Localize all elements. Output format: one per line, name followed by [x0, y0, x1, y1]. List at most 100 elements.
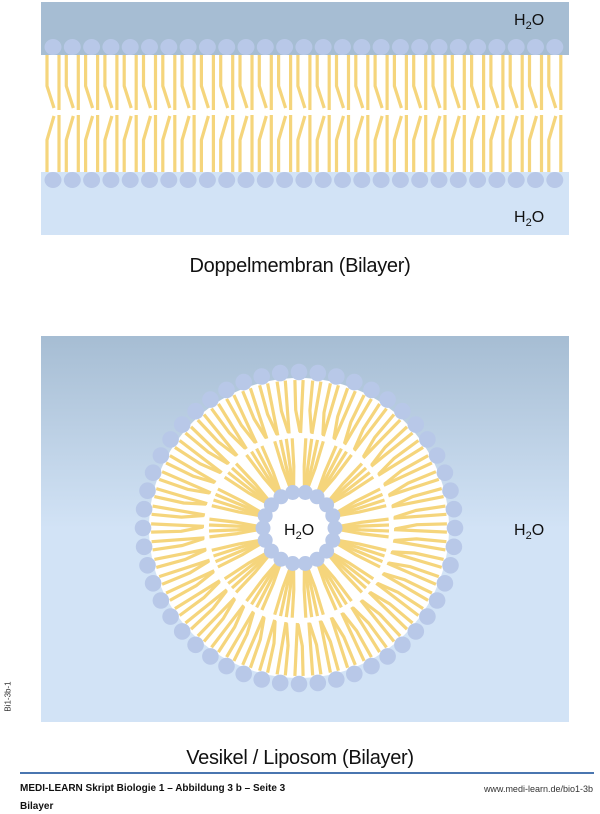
lipid-head [253, 671, 270, 688]
lipid-head [449, 172, 467, 188]
lipid-tail [392, 539, 446, 552]
lipid-tail [255, 447, 280, 493]
lipid-head [309, 674, 327, 692]
lipid-tail [217, 403, 248, 450]
lipid-tail [217, 605, 246, 653]
lipid-head [83, 172, 101, 188]
caption-vesicle: Vesikel / Liposom (Bilayer) [186, 747, 414, 769]
lipid-head [353, 39, 371, 55]
lipid-tail [334, 115, 346, 172]
lipid-tail [257, 55, 268, 109]
lipid-head [334, 172, 351, 188]
lipid-tail [369, 591, 414, 625]
lipid-tail [189, 589, 228, 631]
lipid-tail [284, 569, 294, 618]
vesicle-interior-membrane [149, 378, 449, 678]
lipid-tail [392, 115, 403, 172]
lipid-tail [393, 512, 447, 520]
lipid-tail [340, 612, 366, 662]
lipid-tail [208, 523, 258, 529]
water-label-top: H2O [514, 12, 544, 32]
lipid-tail [354, 55, 365, 109]
lipid-tail [338, 539, 387, 552]
lipid-tail [308, 380, 315, 433]
lipid-tail [151, 536, 205, 544]
lipid-head [187, 636, 204, 654]
lipid-tail [258, 619, 277, 672]
lipid-tail [209, 517, 258, 528]
lipid-tail [211, 504, 260, 517]
lipid-head [135, 538, 153, 556]
lipid-tail [340, 528, 389, 539]
lipid-tail [217, 487, 262, 514]
lipid-tail [290, 438, 296, 487]
lipid-head [488, 39, 506, 55]
lipid-tail [302, 438, 308, 487]
lipid-tail [174, 446, 222, 475]
lipid-tail [319, 563, 348, 606]
lipid-tail [299, 380, 305, 434]
lipid-tail [383, 571, 433, 595]
lipid-tail [161, 55, 172, 109]
lipid-tail [169, 570, 215, 602]
lipid-head [469, 172, 487, 188]
lipid-tail [202, 413, 239, 457]
lipid-tail [296, 55, 307, 109]
footer-url[interactable]: www.medi-learn.de/bio1-3b [483, 784, 593, 794]
lipid-head [187, 402, 204, 420]
lipid-head [442, 482, 459, 500]
lipid-tail [450, 115, 461, 172]
lipid-tail [412, 115, 423, 172]
lipid-tail [394, 522, 447, 531]
lipid-tail [373, 55, 384, 109]
lipid-tail [376, 581, 424, 610]
lipid-tail [103, 55, 114, 109]
lipid-tail [342, 394, 366, 444]
water-label-inner: H2O [284, 522, 314, 542]
lipid-tail [196, 418, 238, 457]
lipid-head [121, 39, 139, 55]
membrane-bilayer [44, 39, 564, 188]
lipid-head [285, 485, 301, 500]
lipid-head [235, 665, 252, 683]
lipid-tail [245, 453, 278, 494]
lipid-tail [336, 487, 381, 514]
lipid-head [314, 39, 332, 55]
lipid-head [271, 364, 289, 382]
lipid-tail [178, 439, 223, 474]
lipid-tail [141, 115, 153, 172]
lipid-head [121, 172, 139, 188]
lipid-tail [199, 55, 210, 109]
lipid-head [363, 657, 380, 675]
lipid-tail [305, 439, 320, 488]
lipid-head [218, 39, 236, 55]
lipid-tail [154, 495, 207, 506]
lipid-tail [362, 418, 402, 460]
lipid-tail [383, 461, 433, 487]
lipid-tail [232, 394, 258, 444]
lipid-tail [250, 563, 279, 606]
lipid-tail [431, 55, 442, 109]
lipid-tail [343, 398, 373, 446]
lipid-head [202, 391, 219, 408]
lipid-head [430, 172, 448, 188]
lipid-head [411, 172, 429, 188]
lipid-head [394, 636, 411, 654]
lipid-tail [306, 440, 325, 488]
lipid-tail [266, 383, 280, 436]
lipid-tail [377, 439, 420, 476]
footer-divider [20, 772, 594, 774]
lipid-head [44, 172, 62, 188]
lipid-tail [219, 55, 230, 109]
lipid-head [202, 648, 219, 665]
lipid-tail [296, 623, 305, 676]
lipid-tail [450, 55, 461, 109]
lipid-head [173, 416, 191, 433]
lipid-tail [332, 387, 350, 439]
lipid-head [445, 538, 463, 556]
lipid-tail [330, 617, 357, 666]
lipid-tail [260, 445, 282, 492]
lipid-tail [392, 55, 403, 109]
lipid-head [428, 592, 446, 609]
lipid-tail [302, 569, 308, 618]
